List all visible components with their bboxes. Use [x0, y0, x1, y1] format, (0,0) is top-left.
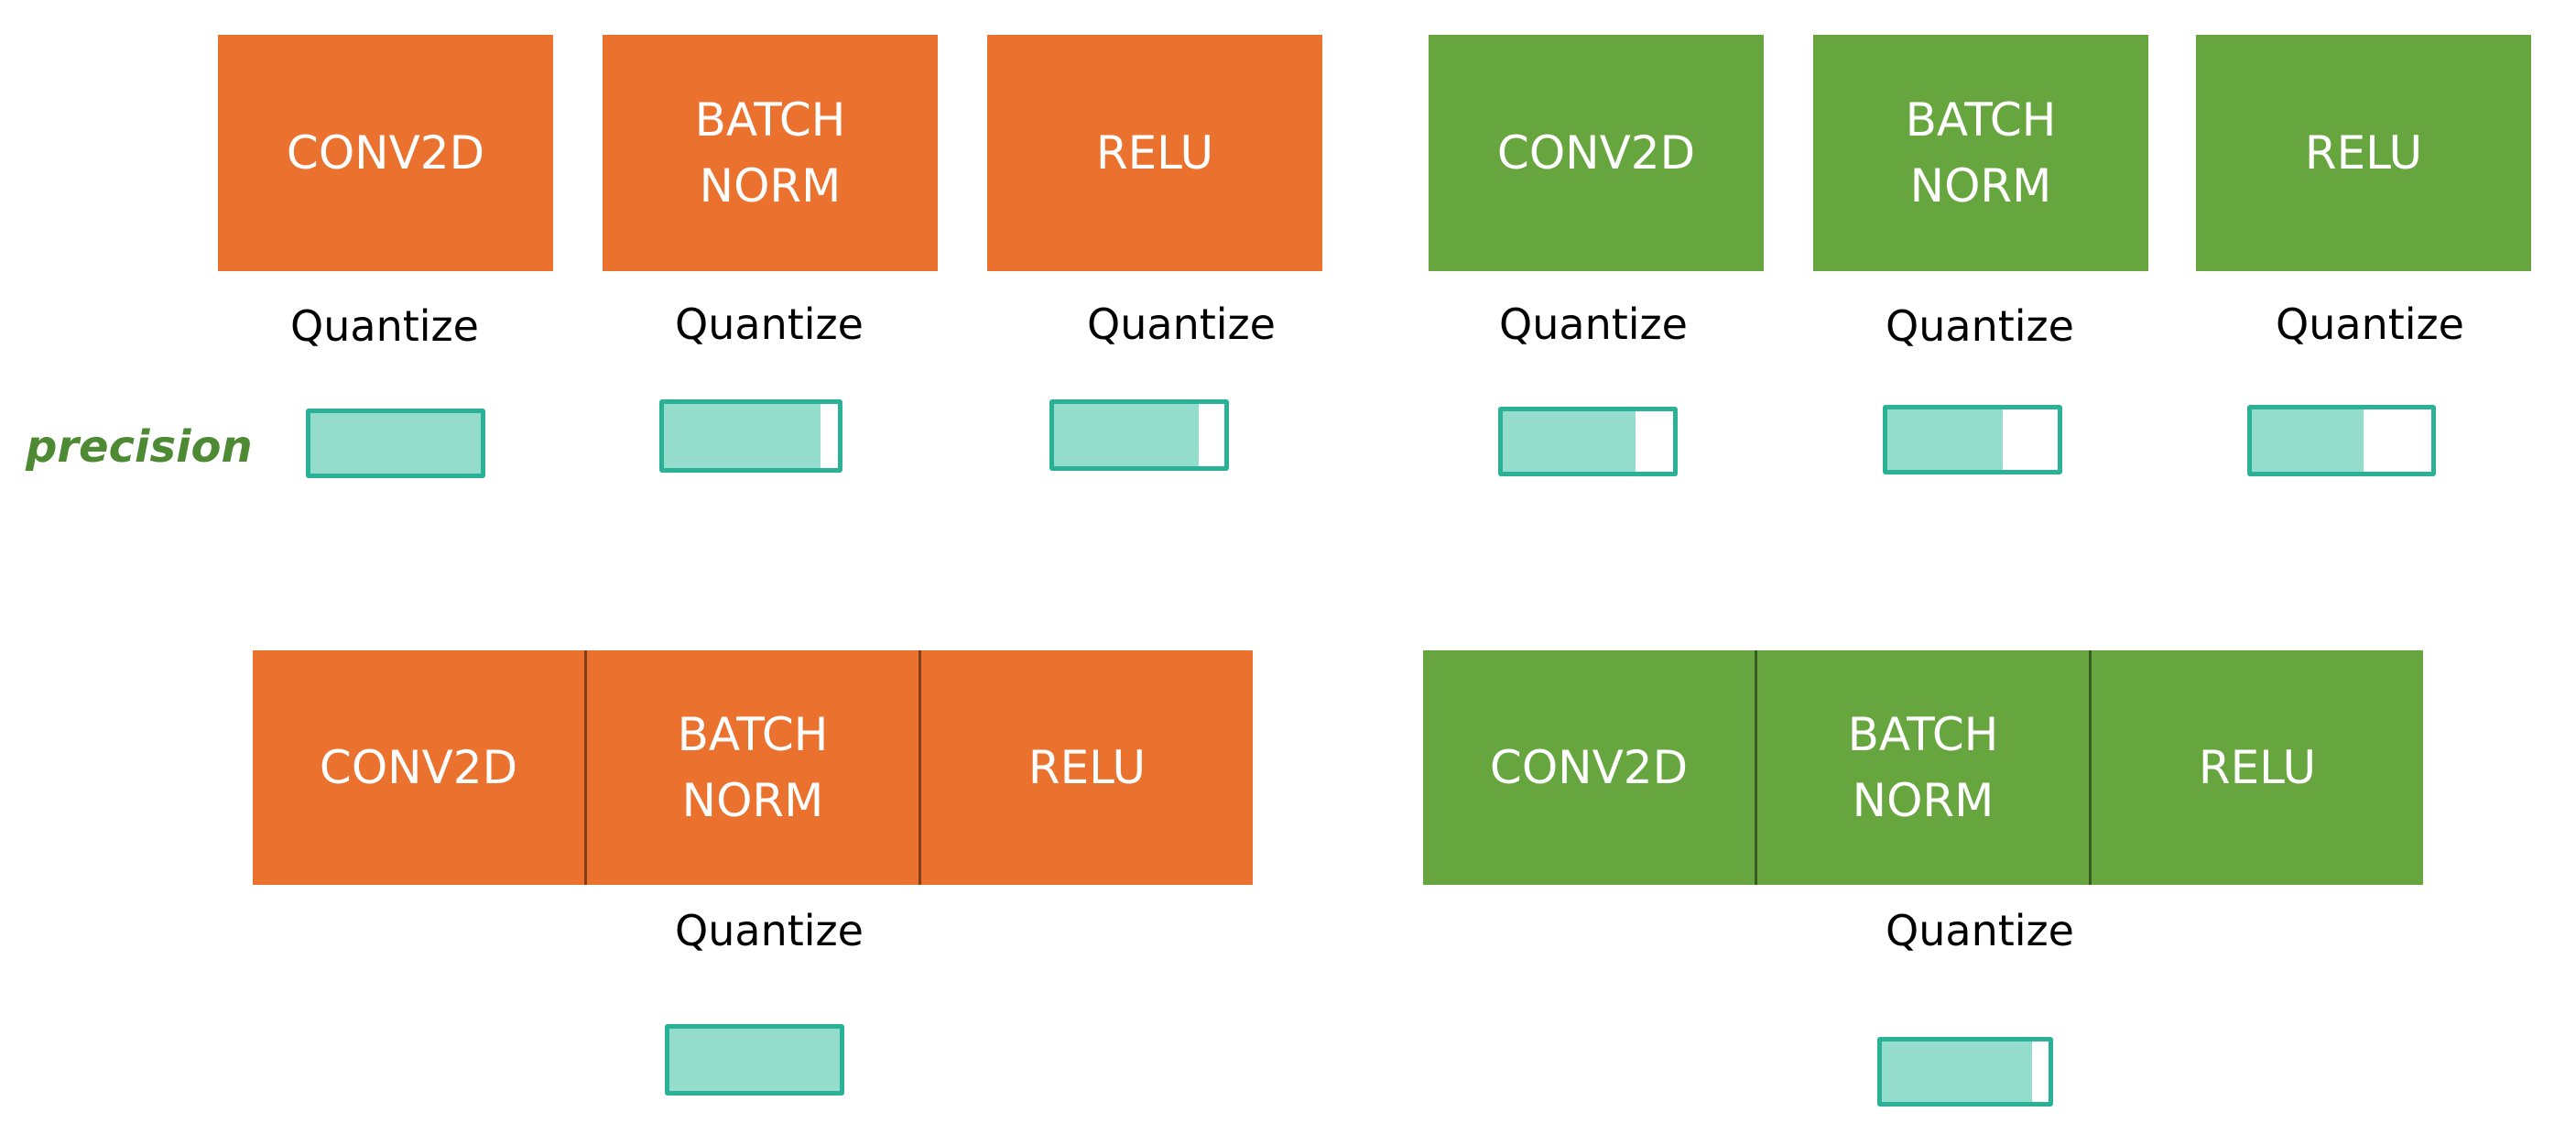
- layer-label: CONV2D: [1489, 741, 1689, 794]
- precision-bar-fill: [664, 404, 821, 468]
- precision-bar: [1498, 407, 1678, 476]
- precision-bar-fill: [1503, 411, 1636, 472]
- layer-label: RELU: [2198, 741, 2317, 794]
- layer-label: RELU: [2304, 126, 2423, 180]
- quantize-label: Quantize: [1886, 301, 2074, 351]
- layer-label: CONV2D: [1496, 126, 1696, 180]
- layer-label: BATCH NORM: [1905, 93, 2057, 213]
- precision-bar-fill: [1882, 1041, 2032, 1102]
- layer-label: RELU: [1027, 741, 1147, 794]
- layer-label: CONV2D: [286, 126, 485, 180]
- layer-label: BATCH NORM: [1847, 708, 1999, 827]
- layer-label: CONV2D: [319, 741, 518, 794]
- precision-bar: [1883, 405, 2062, 474]
- quantize-label: Quantize: [1087, 300, 1276, 349]
- quantize-label: Quantize: [2276, 300, 2464, 349]
- layer-label: BATCH NORM: [677, 708, 829, 827]
- precision-label: precision: [26, 421, 253, 473]
- precision-bar: [659, 399, 842, 473]
- top-layer-conv2d-green: CONV2D: [1429, 35, 1764, 271]
- quantize-label: Quantize: [1499, 300, 1688, 349]
- precision-bar: [2247, 405, 2436, 476]
- top-layer-conv2d-orange: CONV2D: [218, 35, 553, 271]
- layer-label: RELU: [1095, 126, 1214, 180]
- quantize-label: Quantize: [675, 300, 864, 349]
- precision-bar: [665, 1024, 844, 1096]
- precision-bar: [1049, 399, 1229, 471]
- fused-layer-relu: RELU: [918, 650, 1253, 885]
- fused-layer-relu: RELU: [2089, 650, 2423, 885]
- precision-bar-fill: [669, 1029, 840, 1091]
- quantize-label: Quantize: [675, 906, 864, 955]
- precision-bar-fill: [310, 413, 481, 474]
- fused-group-orange: CONV2D BATCH NORM RELU: [253, 650, 1253, 885]
- fused-layer-batchnorm: BATCH NORM: [1755, 650, 2089, 885]
- top-layer-relu-orange: RELU: [987, 35, 1322, 271]
- fused-layer-batchnorm: BATCH NORM: [584, 650, 918, 885]
- precision-bar-fill: [1054, 404, 1200, 466]
- quantize-label: Quantize: [1886, 906, 2074, 955]
- precision-bar: [306, 409, 485, 478]
- fused-group-green: CONV2D BATCH NORM RELU: [1423, 650, 2423, 885]
- precision-bar-fill: [1887, 409, 2004, 470]
- top-layer-batchnorm-green: BATCH NORM: [1813, 35, 2148, 271]
- fused-layer-conv2d: CONV2D: [253, 650, 584, 885]
- layer-label: BATCH NORM: [694, 93, 846, 213]
- quantize-label: Quantize: [290, 301, 479, 351]
- top-layer-relu-green: RELU: [2196, 35, 2531, 271]
- precision-bar-fill: [2252, 409, 2364, 472]
- precision-bar: [1877, 1037, 2053, 1107]
- fused-layer-conv2d: CONV2D: [1423, 650, 1755, 885]
- top-layer-batchnorm-orange: BATCH NORM: [603, 35, 938, 271]
